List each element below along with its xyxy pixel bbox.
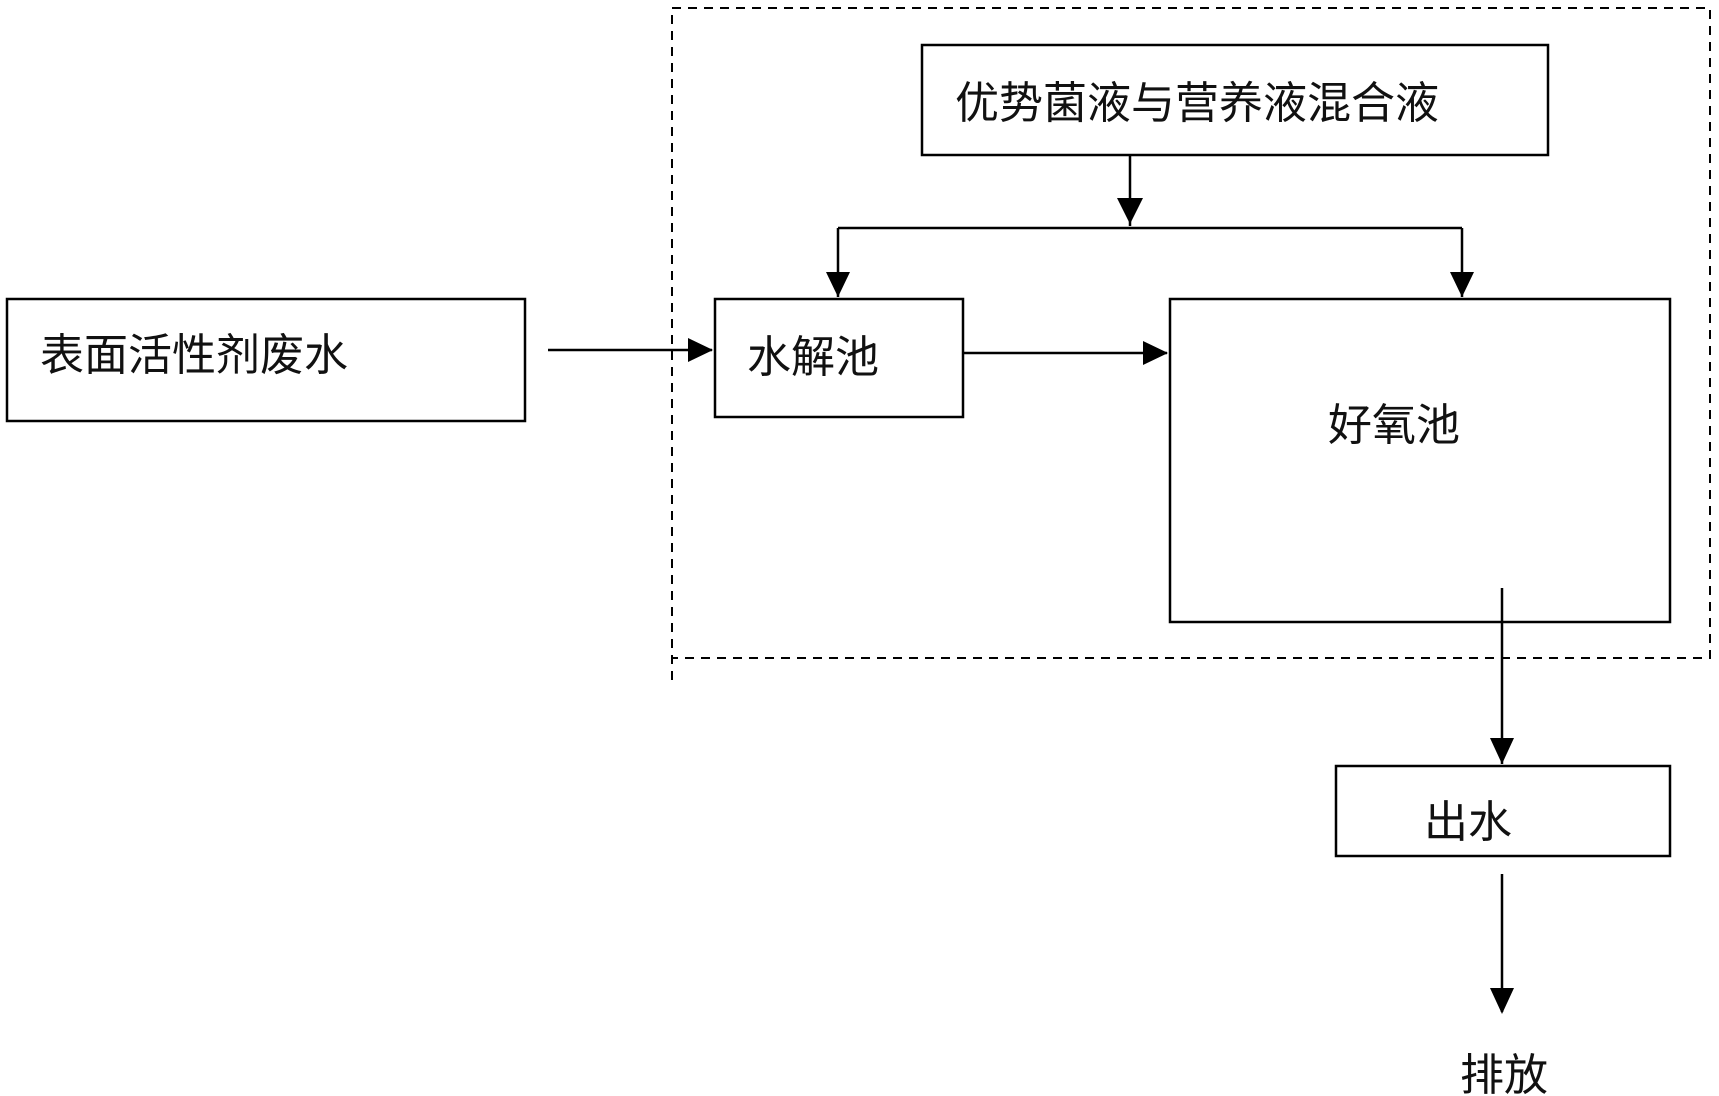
- arrowhead-effluent-to-discharge: [1490, 988, 1514, 1014]
- discharge-label: 排放: [1460, 1050, 1548, 1096]
- aerobic-tank-node: 好氧池: [1168, 297, 1672, 624]
- hydrolysis-tank-label: 水解池: [747, 332, 879, 383]
- mixed-liquid-node: 优势菌液与营养液混合液: [920, 43, 1550, 157]
- hydrolysis-tank-node: 水解池: [713, 297, 965, 419]
- aerobic-tank-box: [1168, 297, 1672, 624]
- effluent-node: 出水: [1334, 764, 1672, 858]
- arrowhead-mixed-down: [1117, 198, 1143, 224]
- wastewater-node: 表面活性剂废水: [5, 297, 527, 423]
- effluent-box: [1334, 764, 1672, 858]
- wastewater-label: 表面活性剂废水: [40, 330, 348, 381]
- effluent-label: 出水: [1424, 797, 1512, 848]
- arrowhead-wastewater-to-hydrolysis: [688, 338, 713, 362]
- reactor-boundary: [671, 7, 1711, 680]
- arrowhead-to-aerobic: [1450, 272, 1474, 297]
- arrowhead-aerobic-to-effluent: [1490, 738, 1514, 764]
- wastewater-box: [5, 297, 527, 423]
- aerobic-tank-label: 好氧池: [1328, 400, 1460, 451]
- arrowhead-to-hydrolysis: [826, 272, 850, 297]
- arrowhead-hydrolysis-to-aerobic: [1143, 341, 1168, 365]
- mixed-liquid-label: 优势菌液与营养液混合液: [955, 78, 1439, 129]
- hydrolysis-tank-box: [713, 297, 965, 419]
- mixed-liquid-box: [920, 43, 1550, 157]
